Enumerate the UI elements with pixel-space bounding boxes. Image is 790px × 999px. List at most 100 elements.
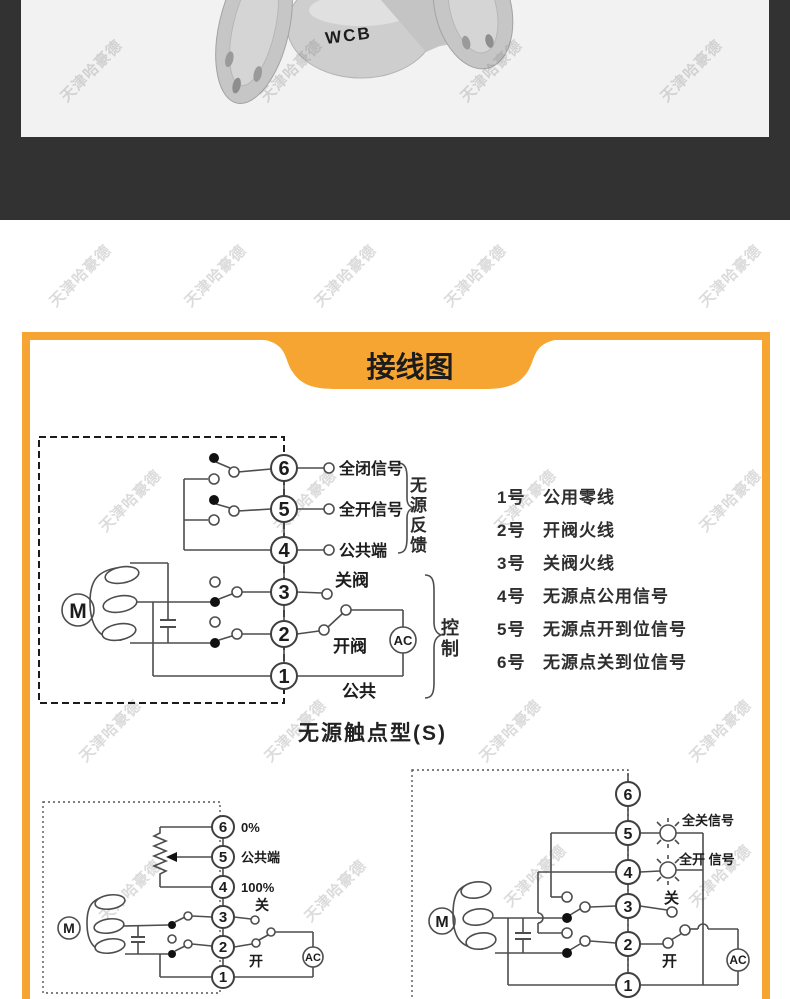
svg-text:公共端: 公共端 <box>241 850 280 865</box>
valve-photo-illustration: WCB <box>215 0 514 104</box>
svg-text:1: 1 <box>624 978 633 995</box>
list-item: 3号关阀火线 <box>497 549 747 574</box>
valve-flange-right <box>432 0 514 70</box>
ac-source-icon: AC <box>302 946 324 968</box>
terminal-circles: 6 5 4 3 2 1 <box>270 454 298 690</box>
svg-text:3: 3 <box>219 909 227 926</box>
svg-text:4: 4 <box>219 879 228 896</box>
diagram-caption: 无源触点型(S) <box>298 722 447 745</box>
terminal-number: 4号 <box>497 587 526 606</box>
svg-text:6: 6 <box>219 819 227 836</box>
svg-text:关阀: 关阀 <box>335 570 369 590</box>
valve-body-shape <box>286 0 492 79</box>
terminal-desc: 公用零线 <box>543 488 615 507</box>
svg-text:AC: AC <box>305 952 321 964</box>
terminal-desc: 开阀火线 <box>543 521 615 540</box>
svg-text:M: M <box>63 920 75 936</box>
banner-shape <box>264 340 556 389</box>
watermark-text: 天津哈豪德 <box>311 241 381 311</box>
list-item: 4号无源点公用信号 <box>497 582 747 607</box>
feedback-brace <box>397 462 415 554</box>
ac-source-icon: AC <box>726 948 750 972</box>
terminal-desc: 无源点关到位信号 <box>543 653 687 672</box>
svg-text:AC: AC <box>729 953 747 967</box>
svg-text:5: 5 <box>278 499 289 521</box>
svg-text:5: 5 <box>624 826 633 843</box>
svg-text:4: 4 <box>278 540 290 562</box>
actuator-enclosure-dashed <box>38 436 285 704</box>
svg-text:1: 1 <box>219 969 227 986</box>
list-item: 5号无源点开到位信号 <box>497 615 747 640</box>
lamp-icon <box>656 818 680 848</box>
dark-divider-band <box>0 137 790 220</box>
svg-text:3: 3 <box>624 899 633 916</box>
svg-text:关: 关 <box>255 897 269 913</box>
list-item: 1号公用零线 <box>497 483 747 508</box>
left-dark-strip <box>0 0 21 137</box>
ac-source-icon: AC <box>389 626 417 654</box>
svg-text:公共端: 公共端 <box>339 541 387 560</box>
svg-text:M: M <box>69 600 87 623</box>
terminal-labels: 全关信号 全开 信号 关 开 <box>662 813 735 970</box>
svg-text:2: 2 <box>624 937 633 954</box>
switch-contacts <box>208 453 352 648</box>
terminal-desc: 无源点开到位信号 <box>543 620 687 639</box>
terminal-number: 1号 <box>497 488 526 507</box>
product-photo-area: WCB 天津哈豪德 天津哈豪德 天津哈豪德 天津哈豪德 <box>21 0 769 137</box>
potentiometer-wiring-diagram: M 6 5 4 <box>42 801 324 994</box>
svg-text:4: 4 <box>624 865 633 882</box>
terminal-number: 5号 <box>497 620 526 639</box>
wiring-title-banner: 接线图 <box>264 340 556 389</box>
svg-text:全关信号: 全关信号 <box>681 813 734 828</box>
motor-icon: M <box>61 565 140 642</box>
svg-text:关: 关 <box>664 889 679 907</box>
watermark-text: 天津哈豪德 <box>441 241 511 311</box>
lamp-wiring-diagram: M 6 5 <box>411 769 750 999</box>
motor-icon: M <box>57 893 126 955</box>
svg-text:100%: 100% <box>241 880 275 895</box>
main-wiring-diagram: M <box>38 436 444 704</box>
terminal-labels: 0% 公共端 100% 关 开 <box>241 820 280 969</box>
control-brace <box>424 574 444 699</box>
watermark-text: 天津哈豪德 <box>696 241 766 311</box>
terminal-circles: 6 5 4 3 2 1 <box>615 781 641 998</box>
terminal-desc: 关阀火线 <box>543 554 615 573</box>
list-item: 2号开阀火线 <box>497 516 747 541</box>
svg-text:全闭信号: 全闭信号 <box>338 459 403 478</box>
terminal-labels: 全闭信号 全开信号 公共端 关阀 开阀 公共 <box>333 459 403 701</box>
capacitor-icon <box>515 932 531 940</box>
wiper-arrow <box>166 852 177 862</box>
svg-text:0%: 0% <box>241 820 260 835</box>
svg-text:2: 2 <box>219 939 227 956</box>
lamp-icon <box>656 855 680 885</box>
svg-text:全开 信号: 全开 信号 <box>678 852 735 867</box>
svg-text:AC: AC <box>394 633 413 648</box>
potentiometer-icon <box>151 827 177 887</box>
actuator-enclosure-dotted <box>411 769 629 999</box>
control-brace-label: 控制 <box>439 618 459 660</box>
svg-text:6: 6 <box>624 787 633 804</box>
terminal-definition-list: 1号公用零线 2号开阀火线 3号关阀火线 4号无源点公用信号 5号无源点开到位信… <box>497 483 747 681</box>
terminal-number: 2号 <box>497 521 526 540</box>
wires <box>493 773 739 997</box>
svg-text:全开信号: 全开信号 <box>338 500 403 519</box>
capacitor-icon <box>160 619 176 628</box>
watermark-text: 天津哈豪德 <box>686 696 756 766</box>
svg-text:公共: 公共 <box>342 682 376 701</box>
svg-text:6: 6 <box>278 458 289 480</box>
watermark-text: 天津哈豪德 <box>476 696 546 766</box>
svg-text:2: 2 <box>278 624 289 646</box>
panel-title: 接线图 <box>366 351 453 384</box>
right-dark-strip <box>769 0 790 137</box>
terminal-circles: 6 5 4 3 2 1 <box>211 815 235 989</box>
svg-text:3: 3 <box>278 582 289 604</box>
list-item: 6号无源点关到位信号 <box>497 648 747 673</box>
svg-text:5: 5 <box>219 849 227 866</box>
svg-text:开: 开 <box>662 953 677 970</box>
svg-text:M: M <box>435 914 448 931</box>
capacitor-icon <box>131 936 145 943</box>
motor-icon: M <box>428 881 497 950</box>
feedback-brace-label: 无源反馈 <box>407 476 426 556</box>
watermark-text: 天津哈豪德 <box>46 241 116 311</box>
